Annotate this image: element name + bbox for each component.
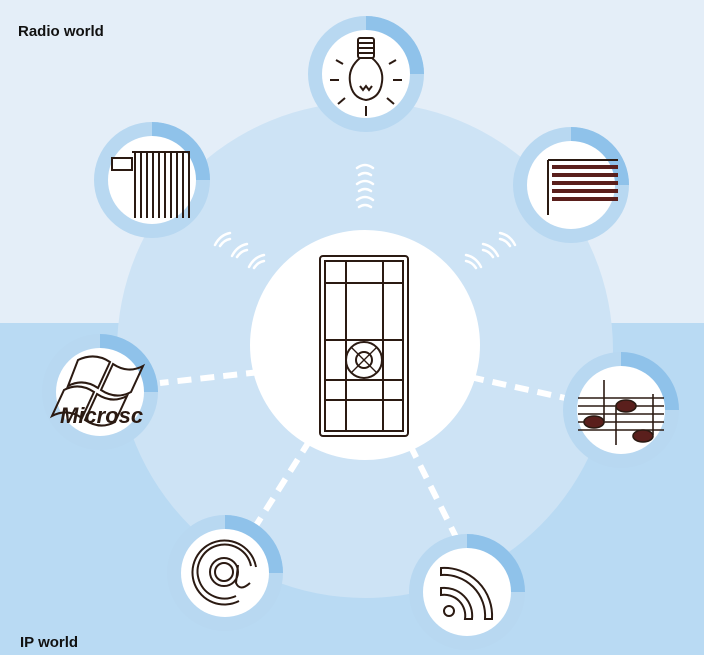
- rss-feed-icon: [440, 566, 494, 620]
- node-lightbulb: [308, 16, 424, 132]
- node-windows: Microsc: [42, 334, 158, 450]
- remote-control-icon: [319, 255, 409, 437]
- node-blinds: [513, 127, 629, 243]
- wired-link-email: [247, 438, 313, 537]
- node-email: [167, 515, 283, 631]
- wireless-link-lightbulb: [355, 163, 375, 209]
- windows-logo-text: Microsc: [60, 403, 143, 428]
- wireless-link-radiator: [213, 231, 266, 270]
- wired-link-rss: [407, 443, 463, 547]
- radio-world-label: Radio world: [18, 23, 104, 40]
- node-music: [563, 352, 679, 468]
- windows-logo-icon: [49, 355, 146, 427]
- blinds-icon: [547, 159, 618, 215]
- node-radiator: [94, 122, 210, 238]
- radiator-icon: [111, 151, 190, 218]
- wired-link-windows: [159, 369, 261, 386]
- at-sign-icon: [191, 539, 257, 606]
- lightbulb-icon: [330, 37, 402, 116]
- wireless-link-blinds: [464, 231, 517, 270]
- music-notes-icon: [578, 380, 664, 445]
- wired-link-music: [469, 374, 566, 401]
- node-rss: [409, 534, 525, 650]
- ip-world-label: IP world: [20, 634, 79, 651]
